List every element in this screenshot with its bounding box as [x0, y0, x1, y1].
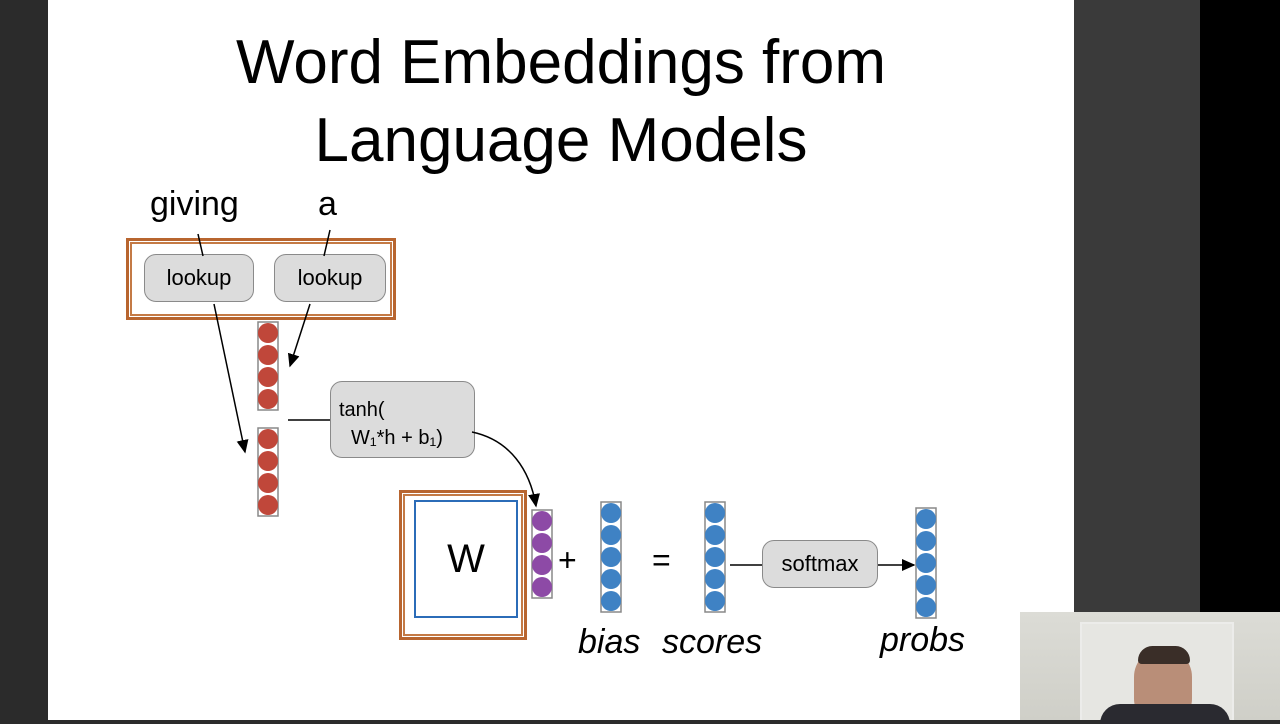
vec-hidden-frame	[531, 509, 553, 599]
vec-emb-giving-cell	[258, 429, 278, 449]
vec-scores-cell	[705, 547, 725, 567]
vec-bias-cell	[601, 525, 621, 545]
vec-hidden-cell	[532, 555, 552, 575]
presenter-shirt	[1100, 704, 1230, 724]
slide-title: Word Embeddings from Language Models	[48, 24, 1074, 180]
w-frame-inner	[403, 494, 523, 636]
tanh-line-1: tanh(	[339, 399, 385, 421]
slide: Word Embeddings from Language Models giv…	[48, 0, 1074, 720]
word-giving: giving	[150, 185, 239, 223]
bias-label: bias	[578, 623, 641, 661]
lookup-frame-inner	[130, 242, 392, 316]
vec-emb-giving-cell	[258, 495, 278, 515]
vec-scores-cell	[705, 569, 725, 589]
scores-vector	[704, 501, 726, 613]
vec-emb-a-cell	[258, 345, 278, 365]
a-to-lookup-line	[323, 229, 331, 257]
lookup-pill-a: lookup	[274, 254, 386, 302]
w-matrix: W	[414, 500, 518, 618]
tanh-line-2: W₁*h + b₁)	[351, 427, 443, 449]
vec-emb-giving-frame	[257, 427, 279, 517]
vec-emb-a-cell	[258, 367, 278, 387]
bias-vector	[600, 501, 622, 613]
vec-bias-cell	[601, 503, 621, 523]
vec-emb-giving-cell	[258, 473, 278, 493]
far-right-margin	[1200, 0, 1280, 720]
vec-emb-a-cell	[258, 323, 278, 343]
lookup-frame	[126, 238, 396, 320]
title-line-1: Word Embeddings from	[235, 28, 887, 97]
vec-probs-cell	[916, 509, 936, 529]
lookup-giving-arrow	[213, 303, 249, 454]
presenter-hair	[1138, 646, 1190, 664]
vec-bias-cell	[601, 547, 621, 567]
vec-emb-a-frame	[257, 321, 279, 411]
vec-scores-cell	[705, 591, 725, 611]
vec-probs-cell	[916, 575, 936, 595]
vec-scores-cell	[705, 503, 725, 523]
w-frame	[399, 490, 527, 640]
vec-bias-cell	[601, 591, 621, 611]
vec-hidden-cell	[532, 533, 552, 553]
vec-bias-cell	[601, 569, 621, 589]
diagram-canvas	[197, 229, 937, 619]
embedding-vector-a	[257, 321, 279, 411]
probs-vector	[915, 507, 937, 619]
title-line-2: Language Models	[314, 106, 808, 175]
tanh-box: tanh( W₁*h + b₁)	[330, 381, 475, 458]
lookup-a-arrow	[287, 303, 311, 368]
hidden-vector	[531, 509, 553, 599]
vec-emb-a-cell	[258, 389, 278, 409]
scores-label: scores	[662, 623, 763, 661]
vec-hidden-cell	[532, 511, 552, 531]
webcam-feed	[1020, 612, 1280, 720]
vec-probs-cell	[916, 531, 936, 551]
vec-probs-cell	[916, 597, 936, 617]
word-a: a	[318, 185, 337, 223]
equals-sign: =	[652, 542, 671, 578]
tanh-to-hidden-arrow	[471, 431, 540, 508]
right-margin	[1074, 0, 1200, 720]
vec-emb-giving-cell	[258, 451, 278, 471]
giving-to-lookup-line	[197, 233, 204, 257]
embedding-vector-giving	[257, 427, 279, 517]
vec-probs-cell	[916, 553, 936, 573]
vec-scores-cell	[705, 525, 725, 545]
vec-hidden-cell	[532, 577, 552, 597]
plus-sign: +	[558, 542, 577, 578]
lookup-pill-giving: lookup	[144, 254, 254, 302]
softmax-pill: softmax	[762, 540, 878, 588]
probs-label: probs	[880, 621, 966, 659]
